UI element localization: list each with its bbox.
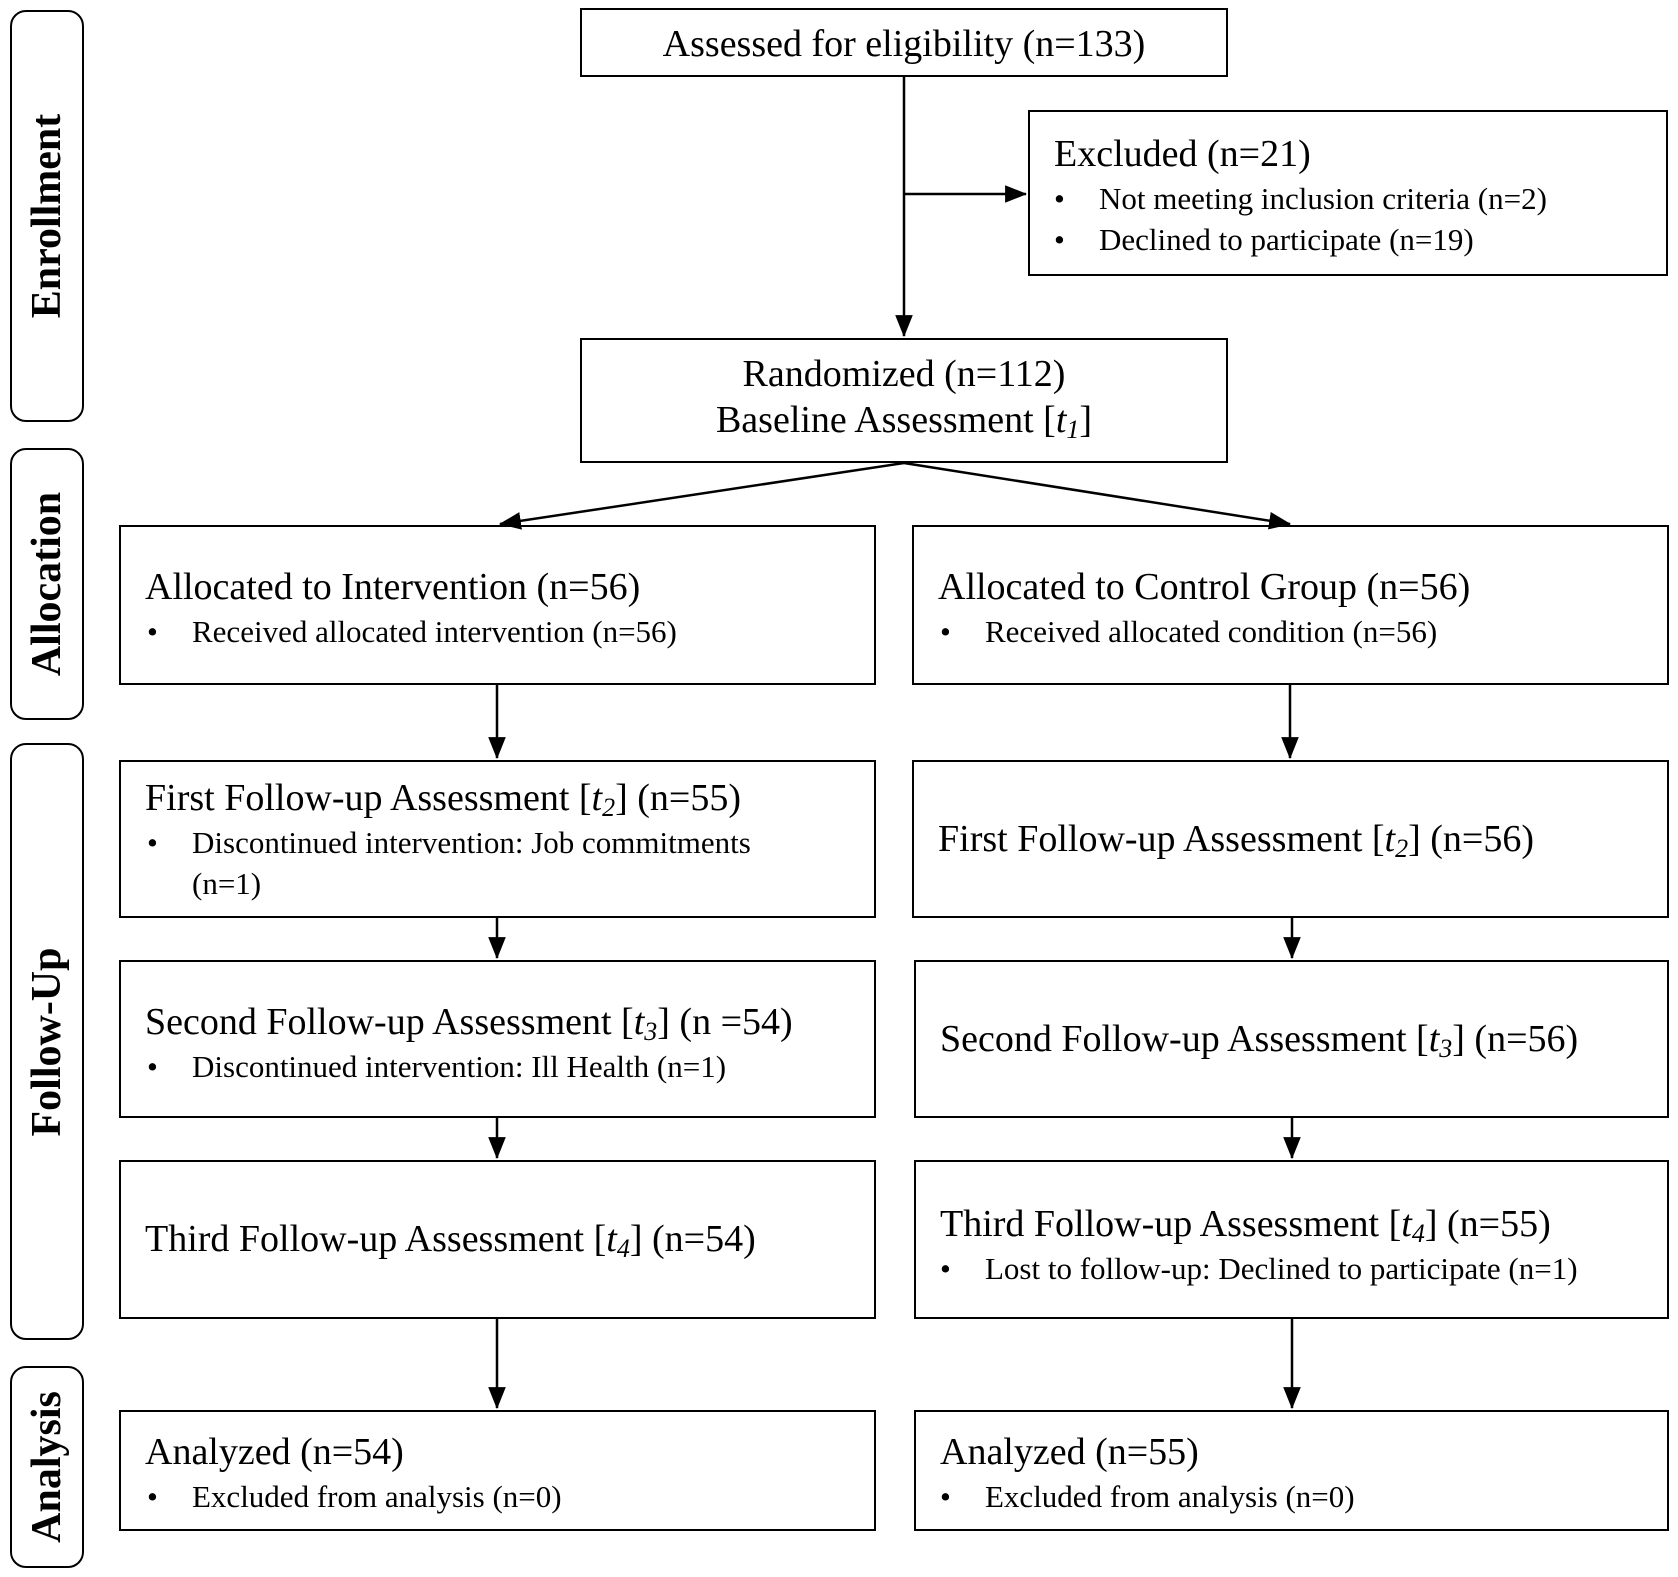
control-fu2-sub: 3: [1439, 1034, 1453, 1063]
arrow-randomized-to-control: [903, 461, 1292, 530]
intervention-fu1-prefix: First Follow-up Assessment [: [145, 777, 592, 819]
intervention-analyzed-title: Analyzed (n=54): [145, 1431, 404, 1473]
intervention-fu1-item-1: Discontinued intervention: Job commitmen…: [147, 822, 792, 906]
intervention-fu3-suffix: ] (n=54): [629, 1218, 756, 1260]
phase-enrollment-label: Enrollment: [24, 113, 70, 319]
control-fu1-prefix: First Follow-up Assessment [: [938, 818, 1385, 860]
intervention-fu2-sub: 3: [644, 1017, 658, 1046]
control-fu1-box: First Follow-up Assessment [t2] (n=56): [912, 760, 1669, 918]
control-fu2-suffix: ] (n=56): [1452, 1018, 1579, 1060]
control-analyzed-title: Analyzed (n=55): [940, 1431, 1199, 1473]
arrow-randomized-to-intervention: [498, 461, 905, 530]
randomized-line-2: Baseline Assessment [t1]: [582, 398, 1226, 444]
intervention-allocated-title: Allocated to Intervention (n=56): [145, 566, 641, 608]
control-analyzed-item-1: Excluded from analysis (n=0): [940, 1476, 1667, 1518]
phase-follow-up: Follow-Up: [10, 743, 84, 1340]
phase-enrollment: Enrollment: [10, 10, 84, 422]
control-fu3-suffix: ] (n=55): [1424, 1203, 1551, 1245]
phase-analysis: Analysis: [10, 1366, 84, 1568]
intervention-analyzed-item-1: Excluded from analysis (n=0): [147, 1476, 874, 1518]
intervention-fu3-title: Third Follow-up Assessment [t4] (n=54): [145, 1217, 874, 1263]
phase-allocation: Allocation: [10, 448, 84, 720]
phase-allocation-label: Allocation: [24, 491, 70, 677]
intervention-analyzed-box: Analyzed (n=54) Excluded from analysis (…: [119, 1410, 876, 1531]
intervention-allocated-box: Allocated to Intervention (n=56) Receive…: [119, 525, 876, 685]
control-fu3-box: Third Follow-up Assessment [t4] (n=55) L…: [914, 1160, 1669, 1319]
randomized-line-1: Randomized (n=112): [742, 353, 1066, 395]
control-fu2-var: t: [1428, 1018, 1440, 1060]
excluded-item-2: Declined to participate (n=19): [1054, 219, 1666, 261]
intervention-fu2-suffix: ] (n =54): [657, 1001, 793, 1043]
phase-analysis-label: Analysis: [24, 1391, 70, 1543]
control-fu2-prefix: Second Follow-up Assessment [: [940, 1018, 1429, 1060]
control-fu1-suffix: ] (n=56): [1408, 818, 1535, 860]
control-fu3-item-1: Lost to follow-up: Declined to participa…: [940, 1248, 1667, 1290]
control-fu3-var: t: [1401, 1203, 1412, 1245]
excluded-title: Excluded (n=21): [1054, 133, 1311, 175]
control-fu1-var: t: [1384, 818, 1396, 860]
randomized-line-2-suffix: ]: [1079, 398, 1093, 441]
control-fu2-title: Second Follow-up Assessment [t3] (n=56): [940, 1017, 1667, 1063]
control-allocated-box: Allocated to Control Group (n=56) Receiv…: [912, 525, 1669, 685]
control-analyzed-box: Analyzed (n=55) Excluded from analysis (…: [914, 1410, 1669, 1531]
excluded-item-1: Not meeting inclusion criteria (n=2): [1054, 178, 1666, 220]
control-allocated-title: Allocated to Control Group (n=56): [938, 566, 1471, 608]
control-fu1-title: First Follow-up Assessment [t2] (n=56): [938, 817, 1667, 863]
control-allocated-item-1: Received allocated condition (n=56): [940, 611, 1667, 653]
intervention-fu1-box: First Follow-up Assessment [t2] (n=55) D…: [119, 760, 876, 918]
randomized-line-2-var: t: [1055, 398, 1067, 441]
intervention-fu3-prefix: Third Follow-up Assessment [: [145, 1218, 607, 1260]
intervention-fu1-var: t: [591, 777, 603, 819]
intervention-fu2-prefix: Second Follow-up Assessment [: [145, 1001, 634, 1043]
assessed-title: Assessed for eligibility (n=133): [662, 23, 1146, 65]
control-fu2-box: Second Follow-up Assessment [t3] (n=56): [914, 960, 1669, 1118]
intervention-fu2-box: Second Follow-up Assessment [t3] (n =54)…: [119, 960, 876, 1118]
control-fu3-title: Third Follow-up Assessment [t4] (n=55): [940, 1202, 1667, 1248]
intervention-fu3-var: t: [606, 1218, 617, 1260]
intervention-fu1-suffix: ] (n=55): [615, 777, 742, 819]
intervention-fu2-var: t: [633, 1001, 645, 1043]
intervention-fu1-sub: 2: [602, 793, 616, 822]
intervention-fu2-item-1: Discontinued intervention: Ill Health (n…: [147, 1046, 874, 1088]
assessed-box: Assessed for eligibility (n=133): [580, 8, 1228, 77]
control-fu1-sub: 2: [1395, 834, 1409, 863]
intervention-fu2-title: Second Follow-up Assessment [t3] (n =54): [145, 1000, 874, 1046]
phase-follow-up-label: Follow-Up: [24, 947, 70, 1136]
control-fu3-sub: 4: [1411, 1219, 1425, 1248]
intervention-fu3-box: Third Follow-up Assessment [t4] (n=54): [119, 1160, 876, 1319]
control-fu3-prefix: Third Follow-up Assessment [: [940, 1203, 1402, 1245]
randomized-box: Randomized (n=112) Baseline Assessment […: [580, 338, 1228, 463]
intervention-fu3-sub: 4: [616, 1234, 630, 1263]
intervention-fu1-title: First Follow-up Assessment [t2] (n=55): [145, 776, 874, 822]
randomized-line-2-sub: 1: [1066, 414, 1080, 444]
excluded-box: Excluded (n=21) Not meeting inclusion cr…: [1028, 110, 1668, 276]
randomized-line-2-prefix: Baseline Assessment [: [715, 398, 1056, 441]
intervention-allocated-item-1: Received allocated intervention (n=56): [147, 611, 874, 653]
